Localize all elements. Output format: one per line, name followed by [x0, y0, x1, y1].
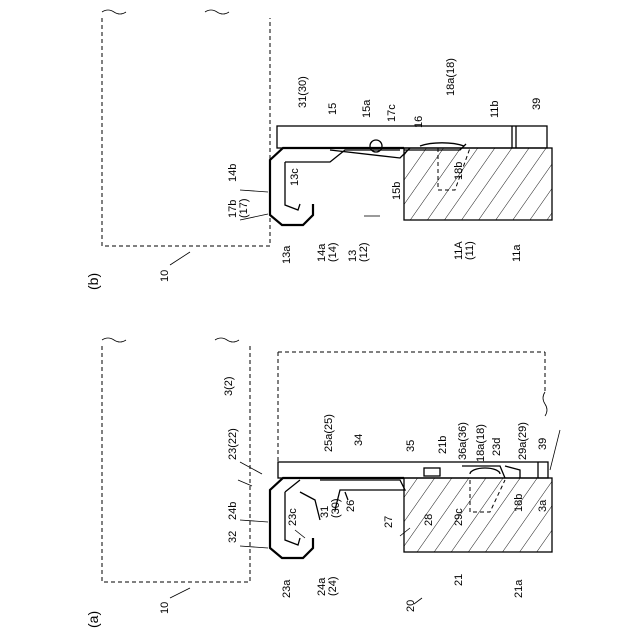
label-b-17b: 17b(17)	[227, 198, 250, 218]
caption-a: (a)	[85, 611, 101, 628]
label-a-23d: 23d	[491, 438, 503, 456]
label-b-11A: 11A(11)	[453, 241, 476, 260]
label-b-18a: 18a(18)	[445, 58, 457, 96]
label-b-13a: 13a	[281, 245, 293, 264]
label-a-24b: 24b	[227, 502, 239, 520]
label-a-23-22: 23(22)	[227, 428, 239, 460]
panel-3-break	[543, 392, 547, 416]
part-29	[505, 466, 520, 478]
view-b: (b) 10 13a 14a(14) 17b(17) 14b 13c 13(12…	[85, 10, 552, 290]
view-a: (a) 10 20 21 21a 23a 24a(24) 32 24b 23(2…	[85, 338, 560, 628]
label-a-28: 28	[423, 514, 435, 526]
label-b-18b: 18b	[453, 162, 465, 180]
label-a-23a: 23a	[281, 579, 293, 598]
member-10-break-b	[102, 10, 229, 14]
fastener-28	[424, 468, 440, 476]
label-a-36a: 36a(36)	[457, 422, 469, 460]
label-a-35: 35	[405, 440, 417, 452]
label-b-16: 16	[413, 116, 425, 128]
label-a-21b: 21b	[437, 436, 449, 454]
label-a-18b: 18b	[513, 494, 525, 512]
part-36	[462, 466, 505, 478]
label-b-15b: 15b	[391, 182, 403, 200]
member-10-break-a	[102, 338, 239, 342]
label-a-32: 32	[227, 531, 239, 543]
cover-31-b	[277, 126, 547, 148]
label-b-10: 10	[159, 270, 171, 282]
label-b-14a: 14a(14)	[316, 242, 339, 262]
label-a-31-30: 31(30)	[319, 498, 342, 518]
label-a-21: 21	[453, 574, 465, 586]
label-b-13-12: 13(12)	[347, 242, 370, 262]
label-b-11a: 11a	[511, 244, 523, 262]
cover-strip-a	[278, 462, 548, 478]
label-a-23c: 23c	[287, 508, 299, 526]
caption-b: (b)	[85, 273, 101, 290]
label-a-26: 26	[345, 500, 357, 512]
label-b-15a: 15a	[361, 99, 373, 118]
label-b-14b: 14b	[227, 164, 239, 182]
label-a-18a: 18a(18)	[475, 424, 487, 462]
bracket-14-b	[285, 150, 400, 210]
label-b-39: 39	[531, 98, 543, 110]
label-a-27: 27	[383, 516, 395, 528]
label-a-39: 39	[537, 438, 549, 450]
label-b-15: 15	[327, 103, 339, 115]
label-b-13c: 13c	[289, 168, 301, 186]
label-a-24a: 24a(24)	[316, 576, 339, 596]
label-a-25a: 25a(25)	[323, 414, 335, 452]
body-11A	[404, 148, 552, 220]
label-b-31-30: 31(30)	[297, 76, 309, 108]
label-a-34: 34	[353, 434, 365, 446]
label-b-17c: 17c	[386, 104, 398, 122]
label-a-21a: 21a	[513, 579, 525, 598]
label-a-10: 10	[159, 602, 171, 614]
label-a-20: 20	[405, 600, 417, 612]
label-a-29a: 29a(29)	[517, 422, 529, 460]
label-a-29c: 29c	[453, 508, 465, 526]
label-b-11b: 11b	[489, 100, 501, 118]
label-a-3-2: 3(2)	[223, 376, 235, 396]
label-a-3a: 3a	[537, 499, 549, 512]
part-26	[345, 492, 348, 500]
